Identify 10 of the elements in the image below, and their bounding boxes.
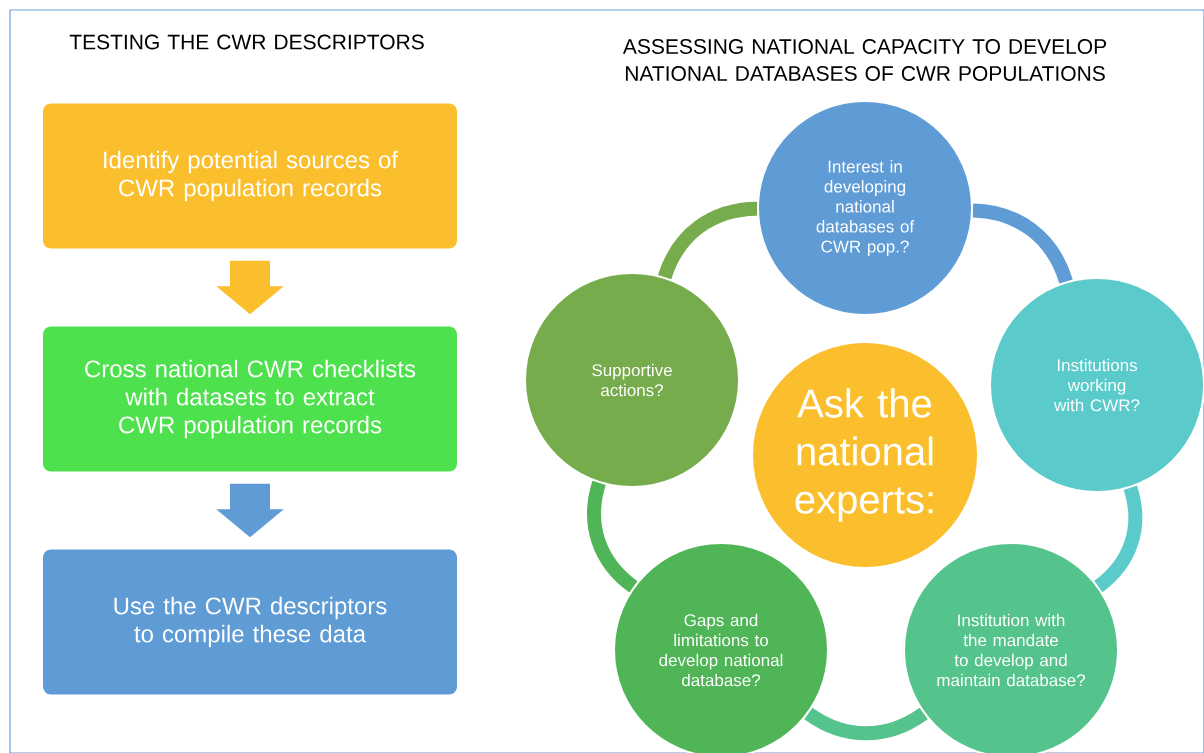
process-box: Identify potential sources of CWR population records xyxy=(43,103,457,249)
heading: TESTING THE CWR DESCRIPTORS xyxy=(69,34,424,50)
ring-segment xyxy=(972,203,1073,284)
ring-segment xyxy=(1094,485,1143,592)
heading: ASSESSING NATIONAL CAPACITY TO DEVELOP NATIONAL DATABASES OF CWR POPULATIONS xyxy=(622,39,1107,81)
process-box: Use the CWR descriptors to compile these data xyxy=(43,549,457,695)
ring-segment xyxy=(587,481,638,593)
ring-segment xyxy=(804,707,928,741)
process-box: Cross national CWR checklists with datasets to extract CWR population records xyxy=(43,326,457,472)
ring-segment xyxy=(658,201,758,280)
